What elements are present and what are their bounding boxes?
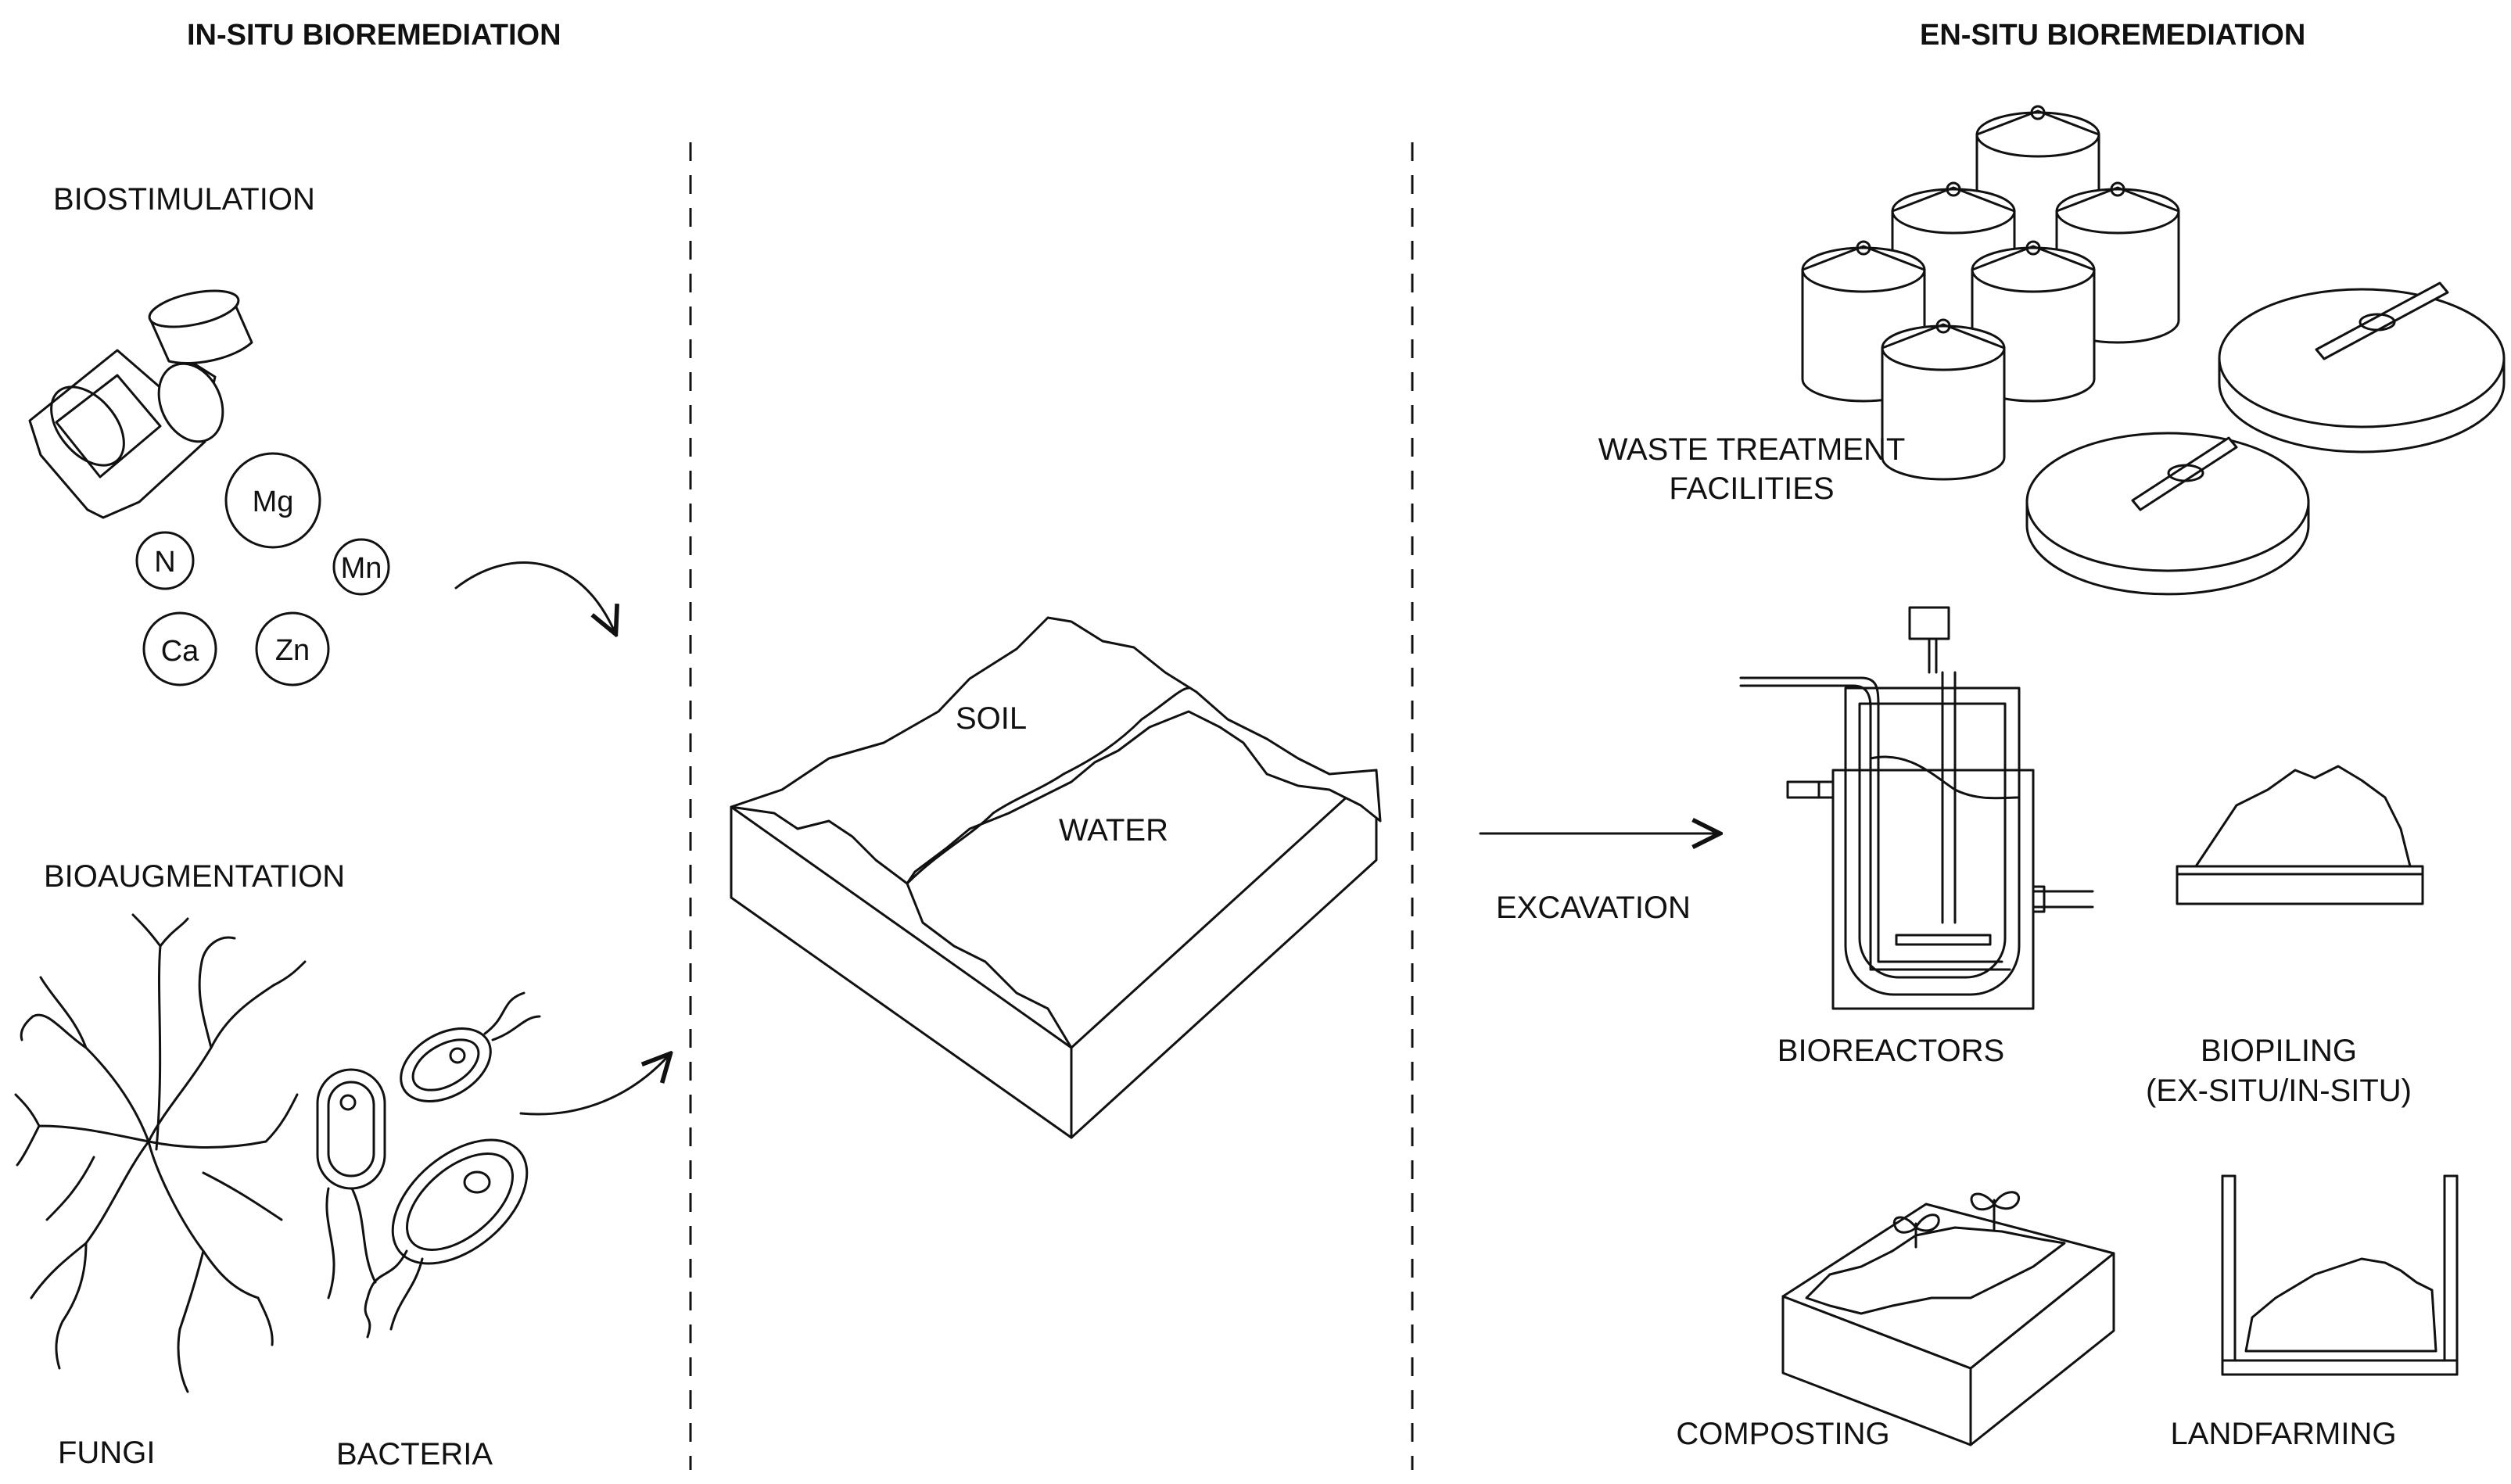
ex-situ-header: EN-SITU BIOREMEDIATION [1920, 19, 2305, 52]
biostimulation-label: BIOSTIMULATION [53, 182, 315, 217]
nutrient-bottle-icon [28, 289, 253, 519]
soil-label: SOIL [956, 701, 1027, 736]
element-ca-label: Ca [161, 635, 199, 668]
element-n-icon [135, 531, 195, 590]
waste-treatment-label-line1: WASTE TREATMENT [1598, 432, 1906, 467]
bioreactors-label: BIOREACTORS [1777, 1034, 2004, 1068]
element-mg-label: Mg [253, 486, 294, 518]
biopiling-label-line2: (EX-SITU/IN-SITU) [2146, 1074, 2412, 1108]
bioaugmentation-label: BIOAUGMENTATION [44, 859, 345, 894]
in-situ-header: IN-SITU BIOREMEDIATION [187, 19, 561, 52]
element-zn-icon [255, 611, 330, 686]
bioreactor-icon [1739, 606, 2094, 1010]
water-label: WATER [1059, 813, 1168, 848]
element-zn-label: Zn [275, 634, 310, 667]
waste-treatment-label-line2: FACILITIES [1669, 471, 1834, 506]
clarifier-tanks-icon [2025, 281, 2506, 596]
biopiling-label-line1: BIOPILING [2201, 1034, 2357, 1068]
element-mg-icon [224, 452, 321, 549]
bacteria-label: BACTERIA [336, 1437, 493, 1471]
landfarm-icon [2221, 1174, 2459, 1376]
element-ca-icon [142, 611, 217, 686]
sprout-icon [1892, 1191, 2020, 1249]
bioaugmentation-arrow [519, 1056, 669, 1116]
element-mn-icon [332, 538, 390, 596]
excavation-label: EXCAVATION [1496, 891, 1691, 925]
element-n-label: N [154, 546, 175, 579]
biopile-icon [2176, 765, 2424, 905]
fungi-label: FUNGI [58, 1436, 155, 1470]
bacteria-icon [316, 991, 541, 1339]
soil-water-block [730, 616, 1382, 1139]
element-mn-label: Mn [341, 552, 382, 585]
storage-tanks-icon [1801, 105, 2180, 481]
fungi-icon [14, 913, 307, 1393]
biostimulation-arrow [454, 561, 615, 632]
landfarming-label: LANDFARMING [2171, 1417, 2397, 1451]
compost-bin-icon [1781, 1203, 2115, 1446]
composting-label: COMPOSTING [1676, 1417, 1889, 1451]
